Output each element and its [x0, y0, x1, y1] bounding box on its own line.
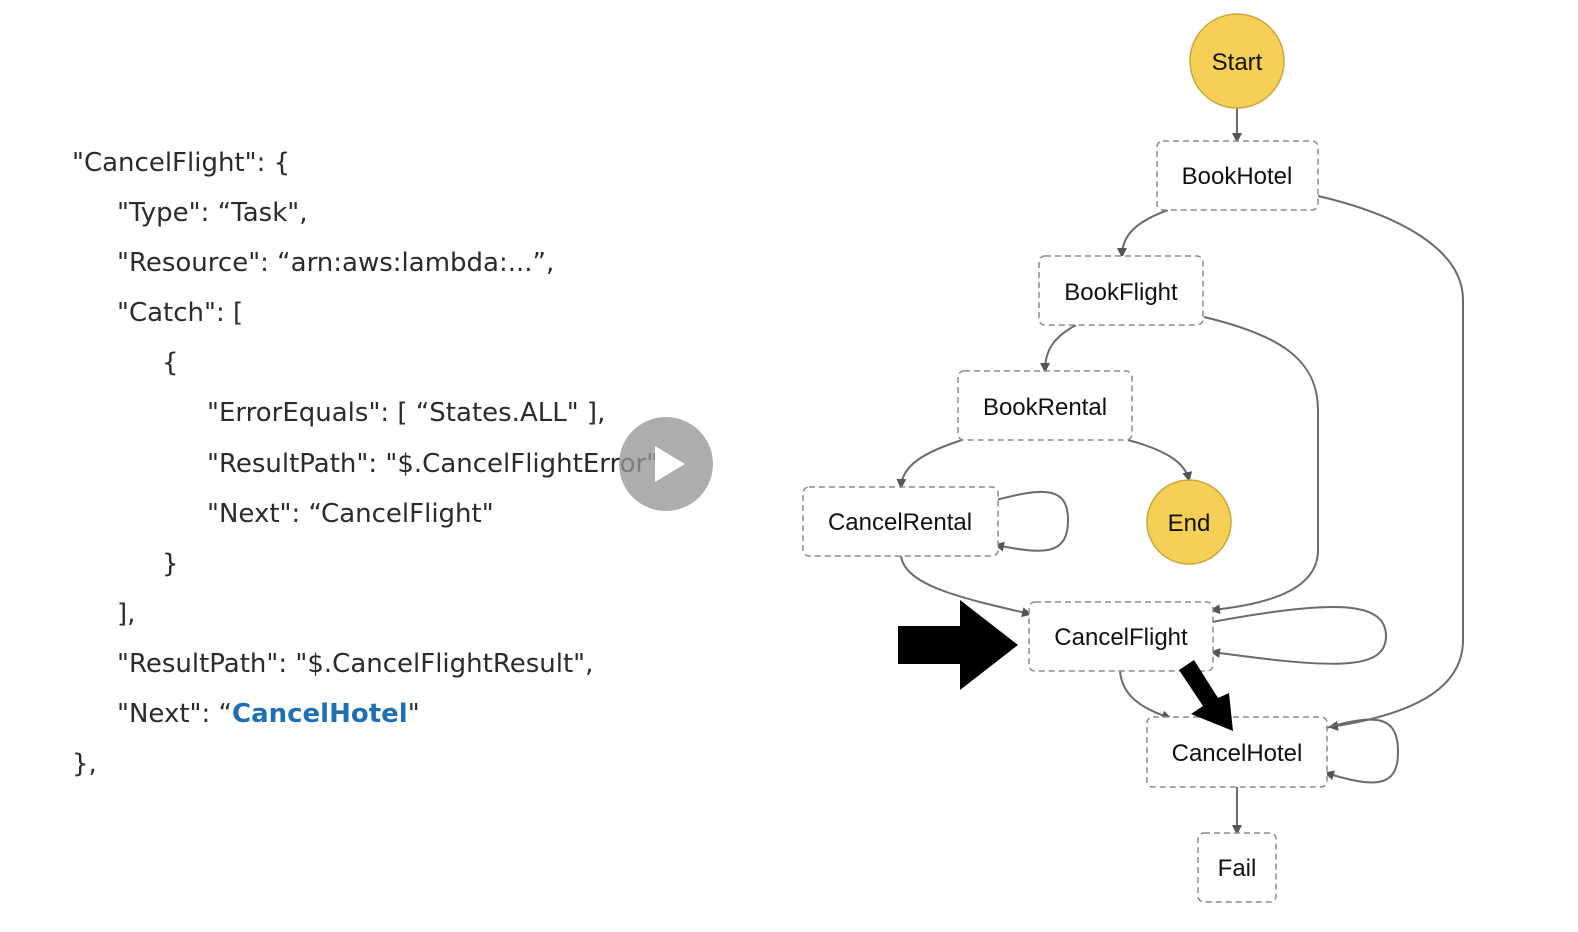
edge — [994, 490, 1070, 552]
node-end-label: End — [1168, 510, 1211, 537]
code-line: ], — [117, 598, 136, 629]
code-line-next: "Next": “CancelHotel" — [72, 689, 666, 739]
edge — [1040, 324, 1077, 373]
node-cancel-flight-label: CancelFlight — [1054, 624, 1188, 651]
node-fail-box — [1197, 832, 1277, 903]
code-line: "Catch": [ — [117, 298, 244, 329]
code-line: }, — [72, 749, 97, 780]
code-line: "Next": “CancelFlight" — [207, 498, 494, 529]
code-line: "ErrorEquals": [ “States.ALL" ], — [207, 398, 606, 429]
edge — [1203, 316, 1319, 615]
node-start: Start — [1189, 13, 1285, 109]
code-line: "Resource": “arn:aws:lambda:...”, — [117, 248, 555, 279]
code-line: "ResultPath": "$.CancelFlightResult", — [117, 648, 594, 679]
edge — [1119, 670, 1172, 721]
edge — [1317, 195, 1464, 731]
edge — [1127, 439, 1193, 482]
node-book-flight-label: BookFlight — [1064, 279, 1178, 306]
node-book-hotel-box — [1156, 140, 1319, 211]
highlighted-next-state: CancelHotel — [231, 699, 408, 730]
node-book-rental-label: BookRental — [983, 394, 1107, 421]
node-book-flight-box — [1038, 255, 1204, 326]
pointer-arrow-right-icon — [898, 600, 1018, 690]
node-start-label: Start — [1212, 49, 1263, 76]
code-line: { — [162, 348, 179, 379]
edge — [1324, 718, 1400, 784]
node-cancel-rental-box — [802, 486, 999, 557]
edge — [896, 439, 963, 489]
play-icon — [655, 446, 685, 482]
node-cancel-rental-label: CancelRental — [828, 509, 972, 536]
code-text: " — [407, 699, 420, 730]
code-snippet: "CancelFlight": { "Type": “Task", "Resou… — [72, 138, 666, 789]
node-end: End — [1146, 479, 1232, 565]
code-line: } — [162, 548, 179, 579]
code-line: "CancelFlight": { — [72, 148, 291, 178]
play-button[interactable] — [619, 417, 713, 511]
code-line: "Type": “Task", — [117, 198, 308, 229]
pointer-arrow-down-icon — [1179, 660, 1233, 731]
node-cancel-hotel-label: CancelHotel — [1172, 740, 1303, 767]
node-book-hotel-label: BookHotel — [1182, 163, 1293, 190]
node-book-rental-box — [957, 370, 1133, 441]
node-cancel-flight-box — [1028, 601, 1214, 672]
node-fail-label: Fail — [1218, 855, 1257, 882]
edge — [1117, 209, 1169, 258]
edge — [900, 555, 1032, 618]
code-text: "Next": “ — [117, 699, 232, 730]
node-cancel-hotel-box — [1146, 716, 1328, 788]
edge — [1210, 605, 1388, 665]
